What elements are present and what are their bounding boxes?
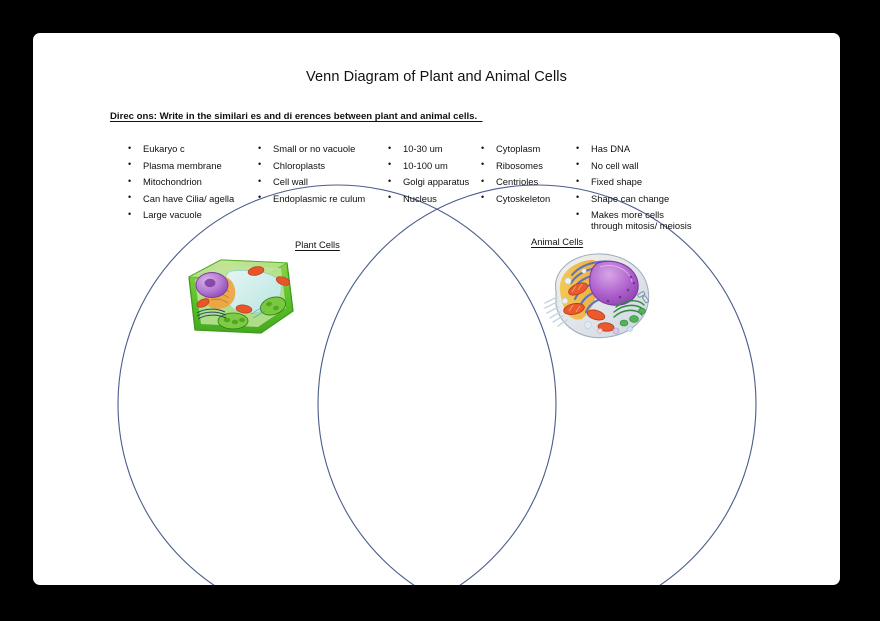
list-item: Plasma membrane: [128, 159, 258, 171]
list-item: Shape can change: [576, 192, 716, 204]
list-item: Cytoskeleton: [481, 192, 576, 204]
attribute-column-4: Cytoplasm Ribosomes Centrioles Cytoskele…: [481, 143, 576, 209]
document-page: Venn Diagram of Plant and Animal Cells D…: [33, 33, 840, 585]
list-item: No cell wall: [576, 159, 716, 171]
animal-nucleus: [589, 260, 639, 306]
list-item: Centrioles: [481, 176, 576, 188]
list-item: Cell wall: [258, 176, 388, 188]
list-item: Eukaryo c: [128, 143, 258, 155]
list-item: Large vacuole: [128, 209, 258, 221]
directions-text: Direc ons: Write in the similari es and …: [110, 111, 483, 122]
list-item: Cytoplasm: [481, 143, 576, 155]
attribute-column-5: Has DNA No cell wall Fixed shape Shape c…: [576, 143, 716, 237]
attribute-columns: Eukaryo c Plasma membrane Mitochondrion …: [128, 143, 828, 237]
list-item: Makes more cells through mitosis/ meiosi…: [576, 209, 716, 232]
page-title: Venn Diagram of Plant and Animal Cells: [306, 69, 567, 85]
attribute-column-1: Eukaryo c Plasma membrane Mitochondrion …: [128, 143, 258, 226]
list-item: 10-30 um: [388, 143, 481, 155]
list-item: Endoplasmic re culum: [258, 192, 388, 204]
plant-cell-illustration: [188, 259, 294, 334]
attribute-column-2: Small or no vacuole Chloroplasts Cell wa…: [258, 143, 388, 209]
list-item: Ribosomes: [481, 159, 576, 171]
attribute-column-3: 10-30 um 10-100 um Golgi apparatus Nucle…: [388, 143, 481, 209]
list-item: Can have Cilia/ agella: [128, 192, 258, 204]
list-item: Golgi apparatus: [388, 176, 481, 188]
list-item: Fixed shape: [576, 176, 716, 188]
list-item: Small or no vacuole: [258, 143, 388, 155]
list-item: Chloroplasts: [258, 159, 388, 171]
venn-label-animal: Animal Cells: [531, 236, 584, 247]
venn-label-plant: Plant Cells: [295, 239, 340, 250]
list-item: Has DNA: [576, 143, 716, 155]
list-item: Nucleus: [388, 192, 481, 204]
animal-cell-illustration: [544, 253, 650, 339]
list-item: Mitochondrion: [128, 176, 258, 188]
list-item: 10-100 um: [388, 159, 481, 171]
